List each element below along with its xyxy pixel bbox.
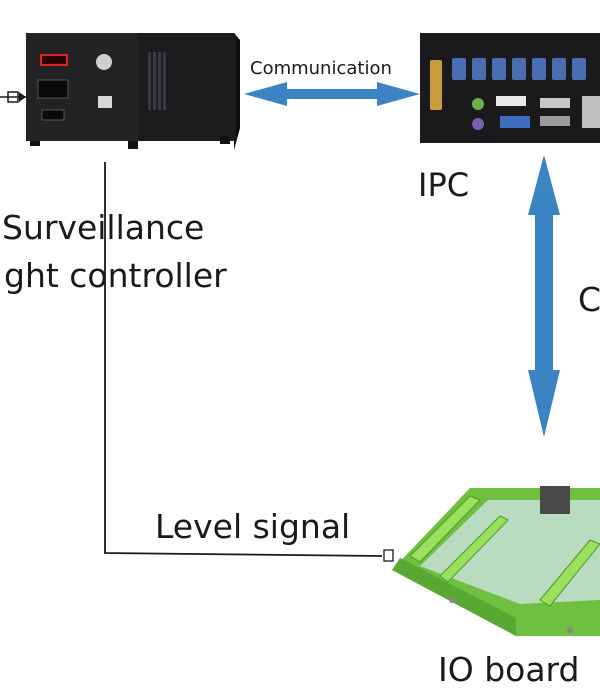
parallel-port-icon	[430, 60, 442, 110]
ipc-io-arrow	[528, 155, 560, 437]
right-edge-label: C	[578, 280, 600, 319]
light-controller-device	[26, 33, 240, 150]
communication-label: Communication	[250, 58, 392, 79]
knob-icon	[96, 54, 112, 70]
level-signal-wire	[104, 162, 383, 557]
communication-arrow	[244, 82, 420, 106]
wire-terminal-marker	[383, 549, 394, 562]
controller-label-line2: ght controller	[4, 256, 227, 295]
io-board-label: IO board	[438, 650, 580, 689]
level-signal-label: Level signal	[155, 507, 351, 546]
ipc-device	[420, 33, 600, 143]
io-board-device	[392, 486, 600, 636]
ipc-label: IPC	[418, 166, 470, 204]
ethernet-port-icon	[98, 96, 112, 108]
controller-label-line1: Surveillance	[2, 208, 205, 247]
